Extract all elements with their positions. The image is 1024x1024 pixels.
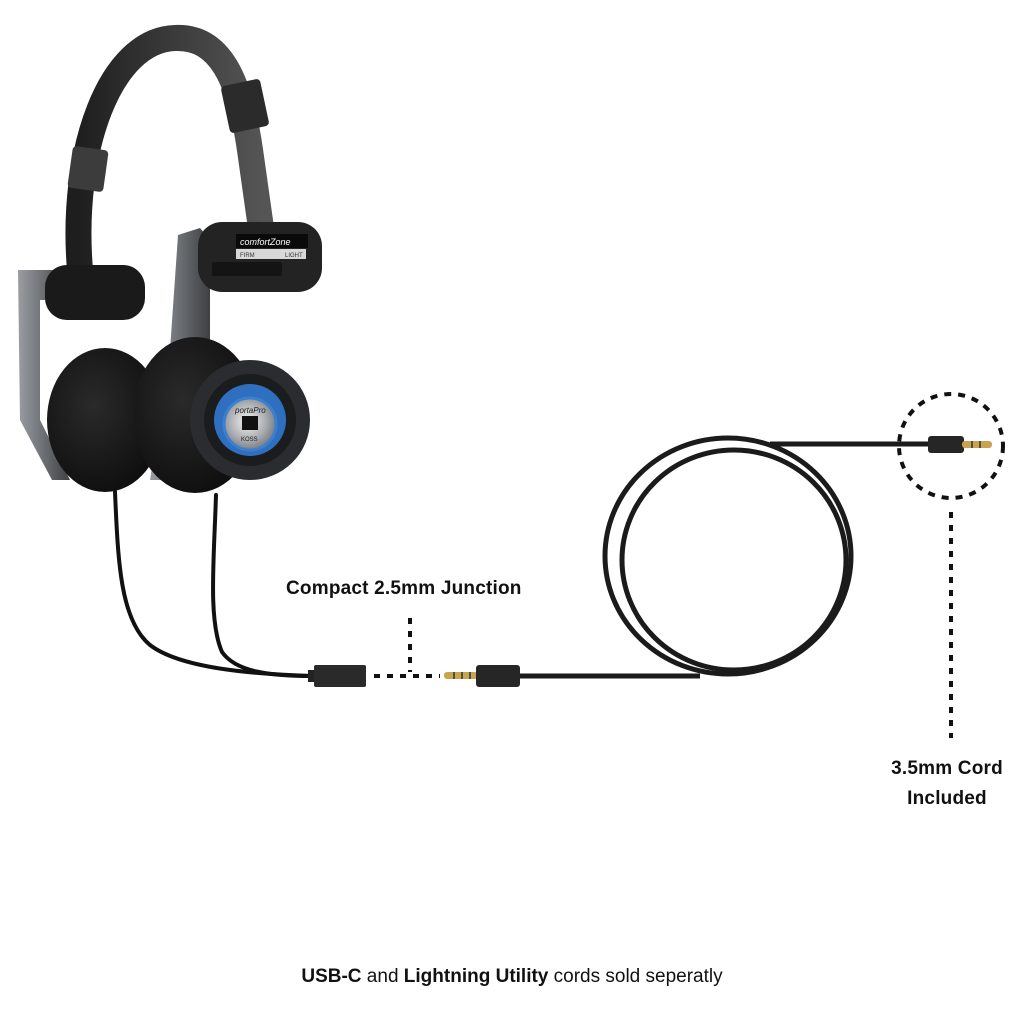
left-earpiece (18, 265, 163, 492)
comfortzone-label: comfortZone (240, 237, 291, 247)
headphone-cable (113, 490, 314, 678)
headband (65, 25, 275, 272)
footer-note: USB-C and Lightning Utility cords sold s… (0, 966, 1024, 988)
band-slider-left (67, 146, 109, 192)
junction-connector (308, 665, 366, 687)
cord-callout (897, 392, 1005, 738)
cord-plug-3-5mm (928, 436, 992, 453)
footer-lightning: Lightning Utility (403, 966, 549, 987)
footer-sold-separately: cords sold seperatly (548, 966, 723, 987)
ear-pad-left (47, 348, 163, 492)
cord-callout-line1: 3.5mm Cord (891, 758, 1003, 779)
koss-logo: KOSS (241, 437, 258, 443)
comfort-light-label: LIGHT (285, 253, 303, 259)
comfort-firm-label: FIRM (240, 253, 255, 259)
temple-pad-left (45, 265, 145, 320)
cord-callout-label: 3.5mm Cord Included (872, 754, 1022, 814)
coiled-cord (520, 435, 930, 679)
comfort-slider (212, 262, 282, 276)
portapro-logo: portaPro (234, 406, 266, 415)
cord-plug-2-5mm (444, 665, 520, 687)
junction-callout-label: Compact 2.5mm Junction (286, 578, 522, 599)
footer-and: and (361, 966, 404, 987)
right-earpiece: comfortZone FIRM LIGHT portaPro KOSS (133, 222, 322, 493)
footer-usbc: USB-C (301, 966, 362, 987)
band-slider-right (221, 79, 269, 133)
cord-callout-line2: Included (907, 788, 987, 809)
junction-callout-line (374, 618, 440, 678)
